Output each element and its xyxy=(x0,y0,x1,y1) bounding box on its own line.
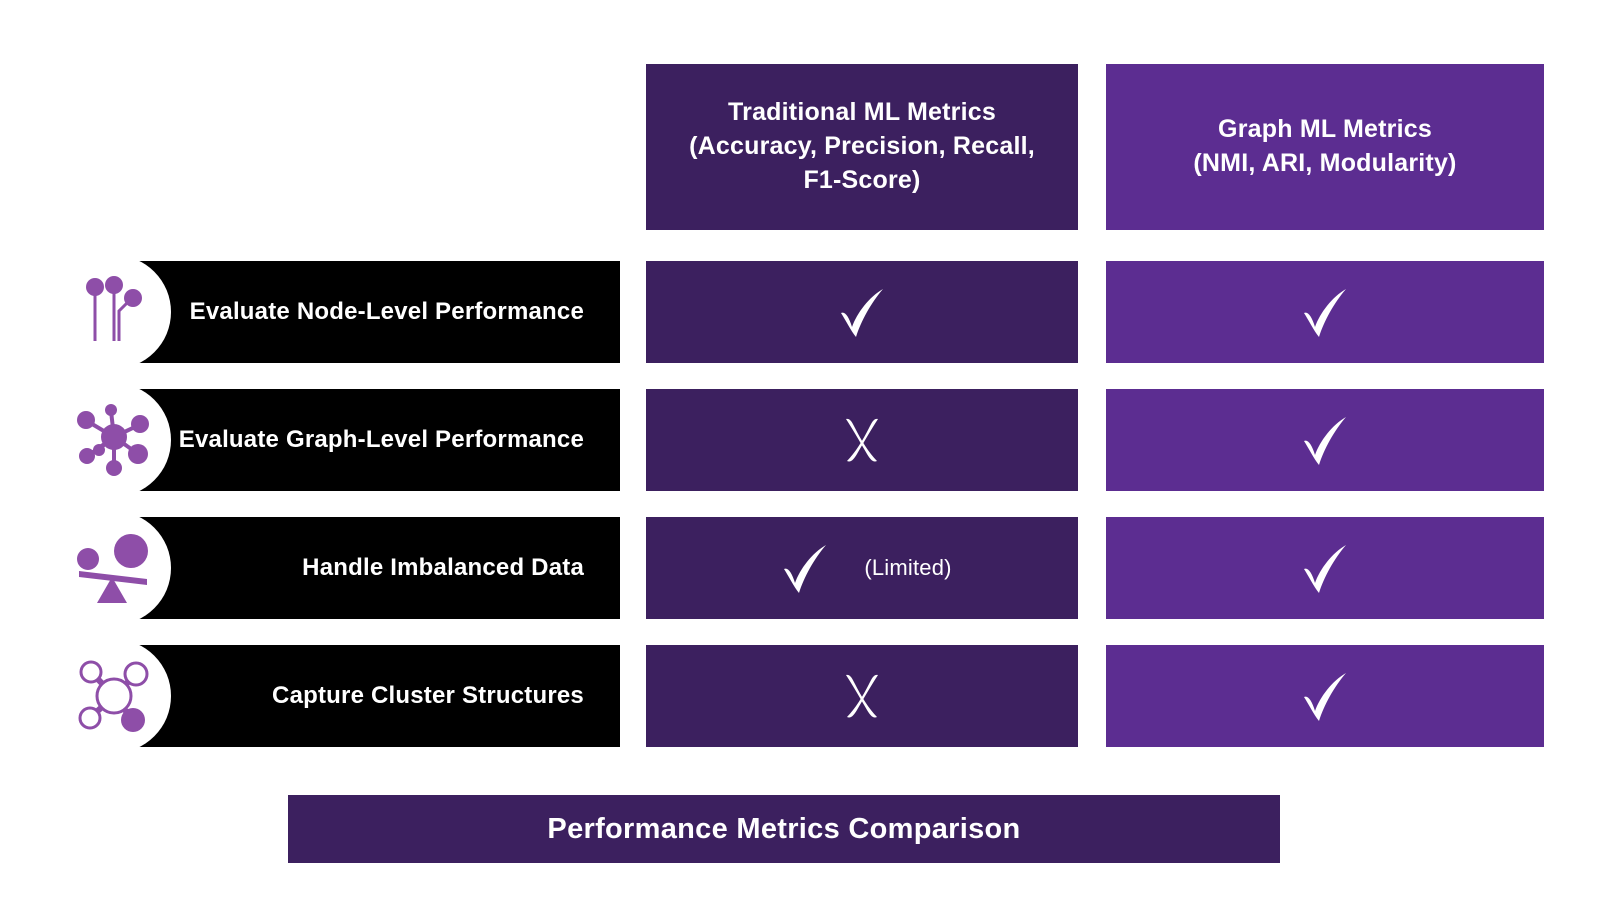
cell-graph xyxy=(1106,389,1544,491)
cell-traditional: (Limited) xyxy=(646,517,1078,619)
row-label-bar: Capture Cluster Structures xyxy=(100,645,620,747)
circuit-nodes-icon xyxy=(57,255,171,369)
column-header-graph-ml-metrics: Graph ML Metrics (NMI, ARI, Modularity) xyxy=(1106,64,1544,230)
cell-graph xyxy=(1106,645,1544,747)
row-label-bar: Handle Imbalanced Data xyxy=(100,517,620,619)
column-header-traditional-line2: (Accuracy, Precision, Recall, xyxy=(689,132,1035,161)
cell-traditional xyxy=(646,645,1078,747)
row-label: Handle Imbalanced Data xyxy=(302,554,584,581)
column-header-traditional-line3: F1-Score) xyxy=(803,165,921,194)
cross-icon xyxy=(833,667,891,725)
row-label: Capture Cluster Structures xyxy=(272,682,584,709)
table-row: Evaluate Node-Level Performance xyxy=(0,255,1600,369)
molecule-cluster-icon xyxy=(57,639,171,753)
check-icon xyxy=(1292,663,1358,729)
cross-icon xyxy=(833,411,891,469)
column-header-traditional-ml-metrics: Traditional ML Metrics (Accuracy, Precis… xyxy=(646,64,1078,230)
cell-note: (Limited) xyxy=(864,555,952,580)
table-row: Evaluate Graph-Level Performance xyxy=(0,383,1600,497)
row-label-bar: Evaluate Node-Level Performance xyxy=(100,261,620,363)
check-icon xyxy=(1292,407,1358,473)
check-icon xyxy=(1292,279,1358,345)
balance-scale-icon xyxy=(57,511,171,625)
row-label: Evaluate Graph-Level Performance xyxy=(178,426,584,453)
row-label-bar: Evaluate Graph-Level Performance xyxy=(100,389,620,491)
row-label: Evaluate Node-Level Performance xyxy=(189,298,584,325)
check-icon xyxy=(772,535,838,601)
page-title: Performance Metrics Comparison xyxy=(288,795,1280,863)
column-header-traditional-line1: Traditional ML Metrics xyxy=(728,98,996,127)
cell-traditional xyxy=(646,389,1078,491)
cell-graph xyxy=(1106,261,1544,363)
check-icon xyxy=(1292,535,1358,601)
cell-graph xyxy=(1106,517,1544,619)
cell-traditional xyxy=(646,261,1078,363)
table-row: Handle Imbalanced Data (Limited) xyxy=(0,511,1600,625)
column-header-graph-line1: Graph ML Metrics xyxy=(1218,115,1432,144)
table-row: Capture Cluster Structures xyxy=(0,639,1600,753)
column-header-graph-line2: (NMI, ARI, Modularity) xyxy=(1193,149,1457,177)
network-hub-icon xyxy=(57,383,171,497)
check-icon xyxy=(829,279,895,345)
